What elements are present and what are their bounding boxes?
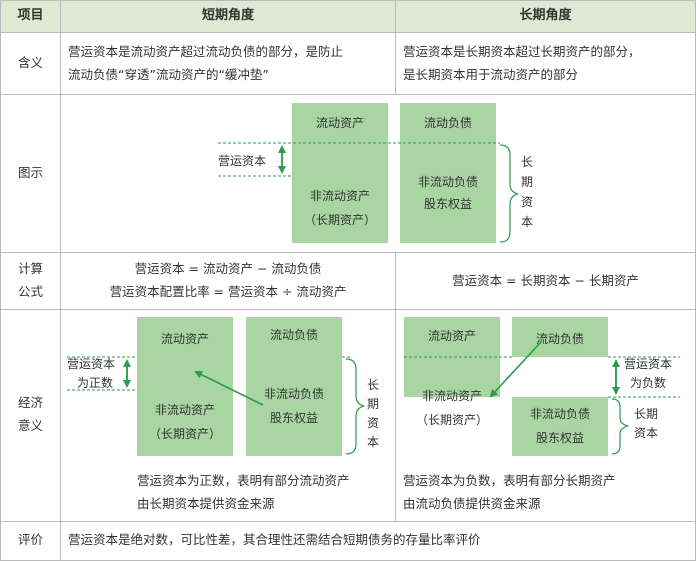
econ-long-current-liabilities-box: 流动负债 xyxy=(512,317,608,357)
row-label-evaluation: 评价 xyxy=(17,532,43,547)
econ-short-noncurrent-liabilities-box: 非流动负债 股东权益 xyxy=(246,357,342,456)
dashed-guide-lines xyxy=(67,142,680,398)
diagram-long-capital-c3: 资 xyxy=(520,195,533,209)
econ-short-current-liabilities-box: 流动负债 xyxy=(246,317,342,357)
row-divider xyxy=(0,252,696,253)
diagram-noncurrent-assets-sub: （长期资产） xyxy=(303,213,376,227)
econ-long-current-assets-label: 流动资产 xyxy=(427,329,476,343)
meaning-long-line2: 是长期资本用于流动资产的部分 xyxy=(403,67,579,82)
econ-negative-label-2: 为负数 xyxy=(630,376,667,390)
econ-short-noncurrent-assets-label: 非流动资产 xyxy=(154,403,215,417)
table-header-bg xyxy=(1,1,695,32)
double-arrows xyxy=(123,145,620,406)
econ-long-capital-c1: 长 xyxy=(366,378,379,392)
econ-long-capital-h2: 资本 xyxy=(634,426,659,440)
diagram-current-liabilities-box: 流动负债 xyxy=(400,103,496,143)
econ-long-noncurrent-assets-label: 非流动资产 xyxy=(421,389,482,403)
diagram-noncurrent-assets-label: 非流动资产 xyxy=(309,189,370,203)
diagram-noncurrent-liabilities-label: 非流动负债 xyxy=(417,175,478,189)
row-label-diagram: 图示 xyxy=(17,165,43,180)
econ-short-current-assets-box: 流动资产 xyxy=(137,317,233,357)
row-label-meaning: 含义 xyxy=(17,55,43,70)
econ-long-equity-label: 股东权益 xyxy=(535,431,584,445)
econ-short-note-2: 由长期资本提供资金来源 xyxy=(137,496,275,511)
diagram-noncurrent-liabilities-box: 非流动负债 股东权益 xyxy=(400,143,496,243)
diagram-current-assets-label: 流动资产 xyxy=(315,116,364,130)
row-divider xyxy=(0,521,696,522)
diagram-long-capital-c2: 期 xyxy=(520,175,533,189)
econ-long-noncurrent-liabilities-label: 非流动负债 xyxy=(529,407,590,421)
econ-long-noncurrent-liabilities-box: 非流动负债 股东权益 xyxy=(512,397,608,456)
row-label-economic-2: 意义 xyxy=(17,418,43,433)
diagram-long-capital-c4: 本 xyxy=(520,215,533,229)
column-divider xyxy=(395,0,396,94)
diagram-working-capital-label: 营运资本 xyxy=(218,154,267,168)
econ-long-note-1: 营运资本为负数，表明有部分长期资产 xyxy=(403,473,616,488)
formula-short-line1: 营运资本 = 流动资产 − 流动负债 xyxy=(134,261,322,276)
diagram-equity-label: 股东权益 xyxy=(423,197,472,211)
econ-long-noncurrent-assets-sub: （长期资产） xyxy=(415,413,488,427)
econ-long-note-2: 由流动负债提供资金来源 xyxy=(403,496,541,511)
econ-short-current-assets-label: 流动资产 xyxy=(160,332,209,346)
header-item: 项目 xyxy=(17,8,44,23)
econ-short-equity-label: 股东权益 xyxy=(269,411,318,425)
econ-long-capital-c3: 资 xyxy=(366,416,379,430)
row-label-formula-1: 计算 xyxy=(17,261,43,276)
column-divider xyxy=(60,0,61,561)
row-divider xyxy=(0,309,696,310)
econ-positive-label-2: 为正数 xyxy=(77,376,114,390)
econ-short-noncurrent-liabilities-label: 非流动负债 xyxy=(263,387,324,401)
column-divider xyxy=(395,252,396,521)
formula-long-line1: 营运资本 = 长期资本 − 长期资产 xyxy=(452,273,639,288)
econ-long-noncurrent-assets-region: 非流动资产 （长期资产） xyxy=(404,357,500,456)
econ-short-note-1: 营运资本为正数，表明有部分流动资产 xyxy=(137,473,350,488)
diagram-long-capital-c1: 长 xyxy=(520,155,533,169)
meaning-short-line1: 营运资本是流动资产超过流动负债的部分，是防止 xyxy=(68,44,344,59)
row-divider xyxy=(0,32,696,33)
formula-short-line2: 营运资本配置比率 = 营运资本 ÷ 流动资产 xyxy=(109,284,347,299)
econ-long-capital-c4: 本 xyxy=(366,435,379,449)
diagram-noncurrent-assets-box: 非流动资产 （长期资产） xyxy=(292,143,388,243)
meaning-short-line2: 流动负债“穿透”流动资产的“缓冲垫” xyxy=(68,67,269,82)
row-divider xyxy=(0,94,696,95)
econ-short-current-liabilities-label: 流动负债 xyxy=(269,328,318,342)
econ-long-current-liabilities-label: 流动负债 xyxy=(535,332,584,346)
econ-positive-label-1: 营运资本 xyxy=(67,357,116,371)
econ-negative-label-1: 营运资本 xyxy=(624,357,673,371)
econ-short-noncurrent-assets-sub: （长期资产） xyxy=(148,427,221,441)
meaning-long-line1: 营运资本是长期资本超过长期资产的部分， xyxy=(403,44,641,59)
table-border-left xyxy=(0,0,1,561)
diagram-current-liabilities-label: 流动负债 xyxy=(423,116,472,130)
diagram-current-assets-box: 流动资产 xyxy=(292,103,388,143)
row-label-formula-2: 公式 xyxy=(17,284,43,299)
brace-shapes xyxy=(345,144,629,455)
header-long-term: 长期角度 xyxy=(519,8,572,23)
evaluation-text: 营运资本是绝对数，可比性差，其合理性还需结合短期债务的存量比率评价 xyxy=(68,532,481,547)
header-short-term: 短期角度 xyxy=(201,8,254,23)
econ-long-capital-h1: 长期 xyxy=(634,407,659,421)
econ-long-capital-c2: 期 xyxy=(366,397,379,411)
table-border-top xyxy=(0,0,696,1)
row-label-economic-1: 经济 xyxy=(17,395,43,410)
econ-short-noncurrent-assets-box: 非流动资产 （长期资产） xyxy=(137,357,233,456)
